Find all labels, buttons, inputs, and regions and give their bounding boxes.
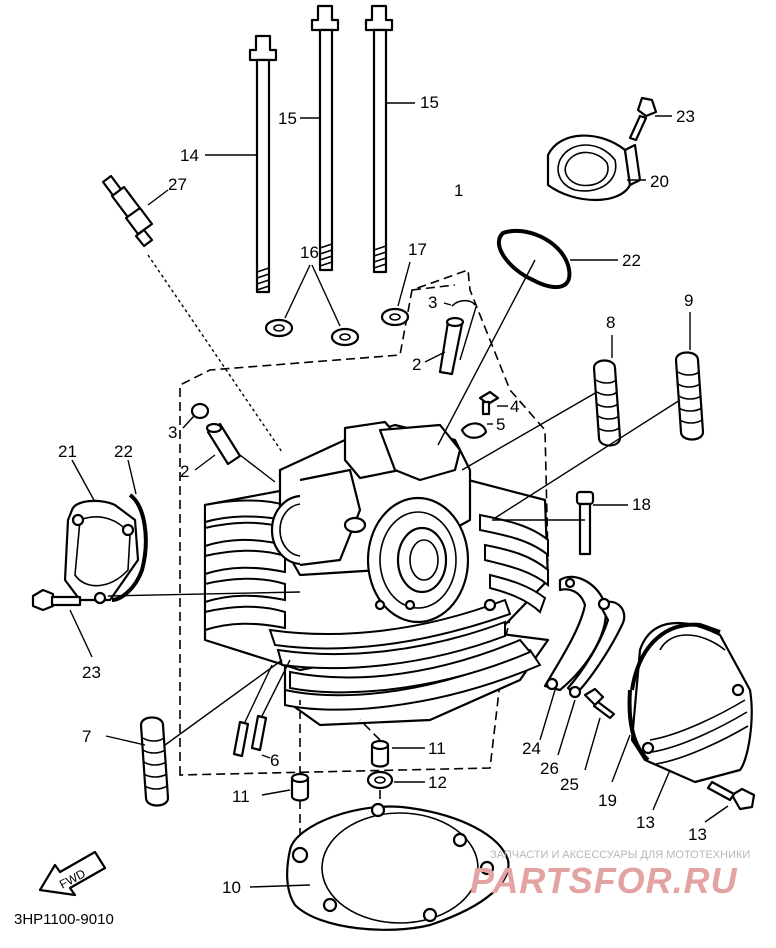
- plate-24: [543, 575, 607, 692]
- o-ring-22: [496, 228, 572, 289]
- label-15-left: 16: [300, 243, 319, 262]
- label-16: 18: [632, 495, 651, 514]
- label-24: 24: [522, 739, 541, 758]
- watermark-tagline: ЗАПЧАСТИ И АКСЕССУАРЫ ДЛЯ МОТОТЕХНИКИ: [490, 849, 750, 861]
- label-4: 4: [510, 397, 519, 416]
- label-18: 19: [598, 791, 617, 810]
- bolt-16: [575, 490, 595, 556]
- tube-8: [592, 359, 622, 447]
- label-26: 26: [540, 759, 559, 778]
- gasket-18: [630, 622, 721, 691]
- label-23-top: 23: [676, 107, 695, 126]
- bolt-19: [706, 780, 756, 811]
- label-19: 13: [688, 825, 707, 844]
- bolt-4: [478, 390, 500, 416]
- label-15-right: 17: [408, 240, 427, 259]
- fwd-arrow-icon: FWD: [38, 850, 107, 897]
- label-20: 20: [650, 172, 669, 191]
- tube-7: [139, 716, 170, 807]
- intake-joint-20: [546, 134, 642, 201]
- bolt-23-left: [31, 588, 82, 612]
- assembly-outline: [179, 268, 549, 776]
- label-1: 1: [454, 181, 463, 200]
- label-8: 8: [606, 313, 615, 332]
- label-27: 27: [168, 175, 187, 194]
- label-2-top: 2: [412, 355, 421, 374]
- label-5: 5: [496, 415, 505, 434]
- label-11-right: 11: [428, 739, 446, 758]
- cylinder-head: [203, 420, 550, 727]
- label-21: 21: [58, 442, 77, 461]
- part-labels: 14 15 15 27 16 17 1 3 2 3 2 4 5 22 23 20…: [58, 93, 707, 897]
- label-17: 13: [636, 813, 655, 832]
- label-3-top: 3: [428, 293, 437, 312]
- valve-cover-17: [630, 621, 753, 784]
- stud-6: [232, 714, 268, 758]
- bolt-14: [310, 4, 340, 272]
- valve-guide-2: [205, 316, 465, 466]
- assembly-outline-top: [411, 284, 456, 291]
- label-25: 25: [560, 775, 579, 794]
- label-13-left: 14: [180, 146, 199, 165]
- side-cover-21: [63, 499, 140, 605]
- label-2-left: 2: [180, 462, 189, 481]
- label-9: 9: [684, 291, 693, 310]
- circlip-3: [190, 299, 476, 420]
- head-gasket-10: [286, 802, 510, 931]
- label-11-left: 11: [232, 787, 250, 806]
- bolt-23-top: [628, 96, 658, 142]
- gasket-22-left: [111, 493, 148, 602]
- washer-15: [264, 307, 410, 347]
- bolt-13-left: [248, 34, 278, 294]
- watermark-logo: PARTSFOR.RU: [470, 860, 738, 901]
- label-6: 6: [270, 751, 279, 770]
- label-3-left: 3: [168, 423, 177, 442]
- bolt-25: [583, 687, 616, 720]
- washer-5: [460, 422, 488, 439]
- tube-9: [674, 351, 705, 441]
- gasket-26: [566, 597, 626, 699]
- bolt-13-right: [364, 4, 394, 274]
- diagram-code: 3HP1100-9010: [14, 911, 114, 928]
- spark-plug-27: [101, 174, 154, 248]
- seal-12: [366, 770, 394, 790]
- label-10: 10: [222, 878, 241, 897]
- label-22-left: 22: [114, 442, 133, 461]
- label-7: 7: [82, 727, 91, 746]
- label-14: 15: [278, 109, 297, 128]
- label-12: 12: [428, 773, 447, 792]
- label-22-top: 22: [622, 251, 641, 270]
- label-23-left: 23: [82, 663, 101, 682]
- dowel-11: [290, 739, 390, 802]
- label-13-right: 15: [420, 93, 439, 112]
